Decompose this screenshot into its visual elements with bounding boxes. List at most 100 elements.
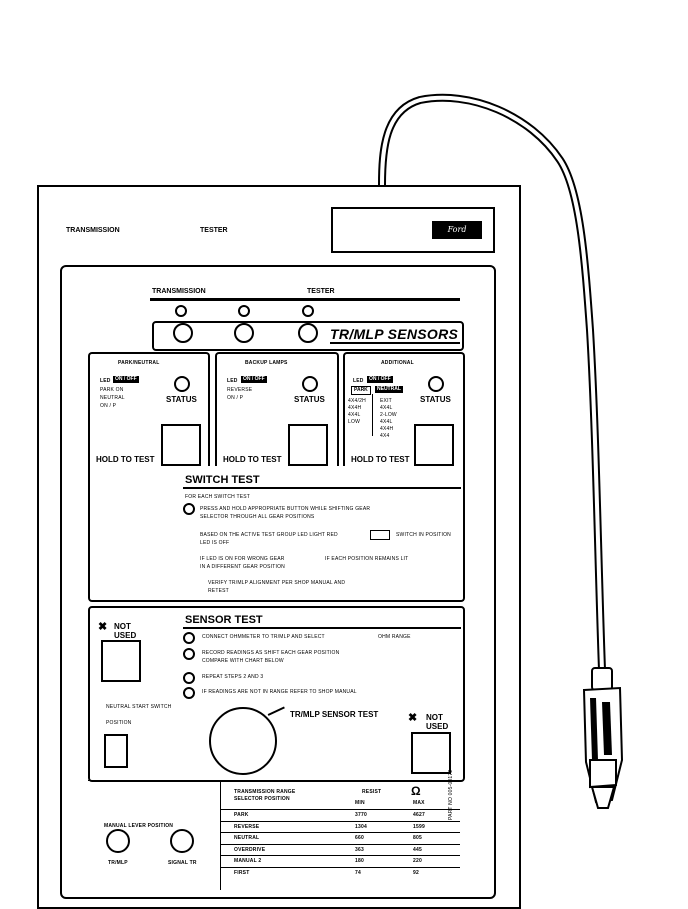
banner-title: TR/MLP SENSORS (330, 326, 460, 344)
switch-test-line: SWITCH IN POSITION (396, 532, 451, 538)
device-label-tester: TESTER (200, 227, 228, 234)
table-cell-position: FIRST (234, 869, 250, 876)
panel-title-transmission: TRANSMISSION (152, 288, 206, 295)
x-icon: ✖ (98, 621, 108, 633)
sensor-test-title: SENSOR TEST (185, 614, 263, 626)
status-label: STATUS (420, 395, 451, 404)
table-cell-max: 1599 (413, 823, 425, 830)
hold-to-test-label: HOLD TO TEST (223, 455, 282, 464)
status-label: STATUS (166, 395, 197, 404)
sensor-misc: POSITION (106, 720, 132, 726)
status-led-3 (298, 323, 318, 343)
title-rule (150, 298, 460, 301)
sensor-line: COMPARE WITH CHART BELOW (202, 658, 284, 664)
section-line: 4X4H (348, 405, 362, 411)
led-chip: ON / OFF (241, 376, 267, 383)
table-cell-min: 3770 (355, 812, 367, 818)
led-indicator-1 (175, 305, 187, 317)
panel-title-tester: TESTER (307, 288, 335, 295)
switch-test-swatch (370, 530, 390, 540)
table-cell-min: 363 (355, 846, 364, 853)
ford-logo-text: Ford (447, 225, 467, 234)
ford-logo: Ford (432, 221, 482, 239)
table-cell-max: 220 (413, 858, 422, 864)
section-line: 4X4L (348, 412, 361, 418)
not-used-button-right[interactable] (411, 732, 451, 774)
status-led (428, 376, 444, 392)
table-cell-position: REVERSE (234, 823, 260, 830)
table-cell-min: 660 (355, 835, 364, 841)
switch-test-rule (183, 487, 461, 489)
divider-line (372, 394, 373, 436)
resist-label: RESIST (362, 789, 382, 795)
sensor-bullet-4 (183, 687, 195, 699)
table-cell-position: NEUTRAL (234, 835, 260, 841)
led-chip: ON / OFF (113, 376, 139, 383)
status-led-1 (173, 323, 193, 343)
hold-to-test-label: HOLD TO TEST (351, 455, 410, 464)
not-used-button-left[interactable] (101, 640, 141, 682)
switch-test-line: LED IS OFF (200, 540, 230, 546)
switch-test-line: FOR EACH SWITCH TEST (185, 494, 251, 500)
hold-to-test-label: HOLD TO TEST (96, 455, 155, 464)
section-header: PARK/NEUTRAL (118, 360, 160, 366)
table-row-rule (220, 843, 460, 845)
led-chip-neutral: NEUTRAL (375, 386, 403, 393)
col-max: MAX (413, 800, 425, 806)
table-cell-position: OVERDRIVE (234, 846, 266, 853)
not-used-label: NOT USED (114, 622, 137, 640)
sensor-line: CONNECT OHMMETER TO TR/MLP AND SELECT (202, 634, 325, 640)
table-row-rule (220, 866, 460, 868)
section-line: 4X4/2H (348, 398, 366, 404)
switch-test-line: IF LED IS ON FOR WRONG GEAR (200, 556, 285, 562)
switch-test-title: SWITCH TEST (185, 474, 260, 486)
section-header: ADDITIONAL (381, 360, 414, 366)
switch-test-line: VERIFY TR/MLP ALIGNMENT PER SHOP MANUAL … (208, 580, 346, 586)
jack-signal[interactable] (170, 829, 194, 853)
sensor-line: REPEAT STEPS 2 AND 3 (202, 674, 264, 680)
section-line: NEUTRAL (100, 395, 125, 401)
led-label: LED (100, 378, 111, 384)
section-park-neutral (88, 352, 210, 466)
table-row-rule (220, 809, 460, 810)
sensor-line: IF READINGS ARE NOT IN RANGE REFER TO SH… (202, 689, 357, 695)
hold-to-test-button-3[interactable] (414, 424, 454, 466)
status-led (302, 376, 318, 392)
x-icon: ✖ (408, 712, 418, 724)
table-header: SELECTOR POSITION (234, 796, 290, 802)
section-line: ON / P (100, 403, 117, 409)
table-cell-min: 74 (355, 869, 361, 876)
section-line: 4X4H (380, 426, 394, 432)
table-cell-min: 1304 (355, 823, 367, 830)
led-chip-park: PARK (351, 386, 371, 395)
sensor-bullet-1 (183, 632, 195, 644)
led-indicator-3 (302, 305, 314, 317)
section-header: BACKUP LAMPS (245, 360, 288, 366)
not-used-label: NOT USED (426, 713, 449, 731)
section-line: 4X4 (380, 433, 390, 439)
switch-test-line: BASED ON THE ACTIVE TEST GROUP LED LIGHT… (200, 532, 338, 538)
section-line: 4X4L (380, 405, 393, 411)
manual-lever-label: MANUAL LEVER POSITION (104, 823, 174, 829)
sensor-bullet-2 (183, 648, 195, 660)
led-chip: ON / OFF (367, 376, 393, 383)
table-cell-max: 92 (413, 869, 419, 876)
led-label: LED (227, 378, 238, 384)
step-bullet-1 (183, 503, 195, 515)
hold-to-test-button-1[interactable] (161, 424, 201, 466)
section-line: 2-LOW (380, 412, 397, 418)
sensor-test-knob[interactable] (209, 707, 277, 775)
sensor-test-rule (183, 627, 461, 629)
part-number: PART NO 005-00172 (448, 769, 454, 820)
table-row-rule (220, 832, 460, 833)
table-row-rule (220, 820, 460, 822)
table-cell-max: 805 (413, 835, 422, 841)
sensor-bullet-3 (183, 672, 195, 684)
neutral-start-button[interactable] (104, 734, 128, 768)
section-line: REVERSE (227, 387, 253, 393)
hold-to-test-button-2[interactable] (288, 424, 328, 466)
status-led-2 (234, 323, 254, 343)
jack-tr-mlp[interactable] (106, 829, 130, 853)
section-line: LOW (348, 419, 360, 425)
knob-label: TR/MLP SENSOR TEST (290, 710, 379, 719)
